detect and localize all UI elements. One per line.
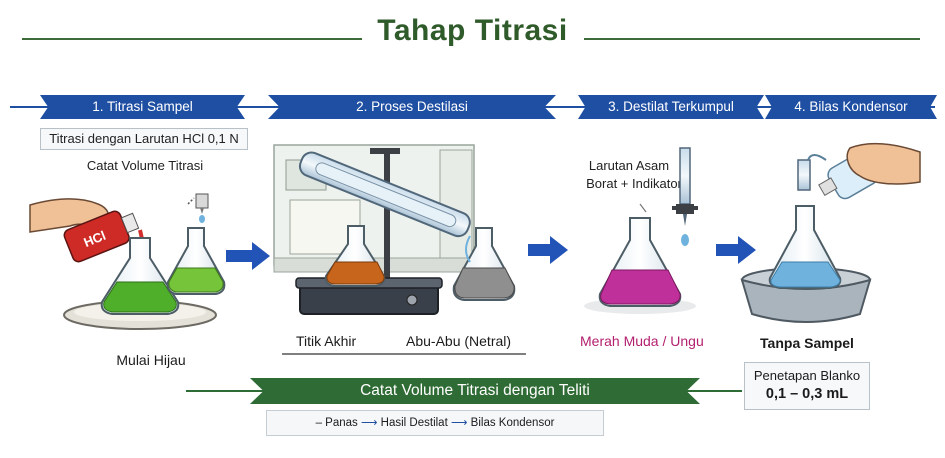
flow-arrow-icon-2: ⟶ [450,417,471,429]
step-banner-3: 3. Destilat Terkumpul [578,95,764,119]
flow-item-3: Bilas Kondensor [470,417,555,429]
step2-solution-gray [454,267,515,299]
step-banner-1: 1. Titrasi Sampel [40,95,245,119]
step3-note-line1: Larutan Asam [588,158,670,173]
step4-box-line2: 0,1 – 0,3 mL [765,386,849,402]
step4-box-line1: Penetapan Blanko [753,368,861,383]
step2-caption-left: Titik Akhir [296,333,357,349]
step2-scene [273,144,516,315]
step3-note-line2: Borat + Indikator [586,176,682,191]
step4-hand [846,142,921,185]
step2-stand-rod [384,150,390,280]
flow-arrow-1 [226,242,270,270]
footer-rule-right [684,390,742,392]
step2-solution-orange [326,261,385,285]
flow-item-1: Panas [325,417,358,429]
flow-item-2: Hasil Destilat [380,417,448,429]
step3-scene [584,147,698,314]
flow-arrow-3 [716,236,756,264]
step-banner-4: 4. Bilas Kondensor [765,95,937,119]
step1-note-box: Titrasi dengan Larutan HCl 0,1 N [40,128,248,150]
step4-solution-blue [770,261,841,288]
step4-blank-box: Penetapan Blanko 0,1 – 0,3 mL [744,362,870,410]
step3-solution-pink [600,269,681,305]
step3-burette [679,147,691,205]
flow-arrow-2 [528,236,568,264]
step1-dropper [195,193,209,209]
step1-scene: HCl [29,193,226,330]
step4-condenser-tip [797,159,811,191]
footer-banner: Catat Volume Titrasi dengan Teliti [250,378,700,404]
step4-scene [740,142,921,323]
footer-rule-left [186,390,266,392]
step4-caption: Tanpa Sampel [760,335,854,351]
flow-dash: – [315,417,326,429]
step2-caption-right: Abu-Abu (Netral) [406,333,512,349]
step1-solution-main [103,281,177,313]
step-banner-2: 2. Proses Destilasi [268,95,556,119]
step3-caption: Merah Muda / Ungu [580,333,704,349]
step1-solution-second [168,267,224,293]
page-title: Tahap Titrasi [377,14,568,47]
flow-arrow-icon-1: ⟶ [360,417,381,429]
hcl-bottle: HCl [63,210,140,263]
step1-caption: Mulai Hijau [116,352,186,368]
footer-flow: – Panas ⟶ Hasil Destilat ⟶ Bilas Kondens… [266,410,604,436]
title-rule-left [22,38,362,40]
step1-note: Catat Volume Titrasi [86,158,204,173]
title-rule-right [584,38,920,40]
